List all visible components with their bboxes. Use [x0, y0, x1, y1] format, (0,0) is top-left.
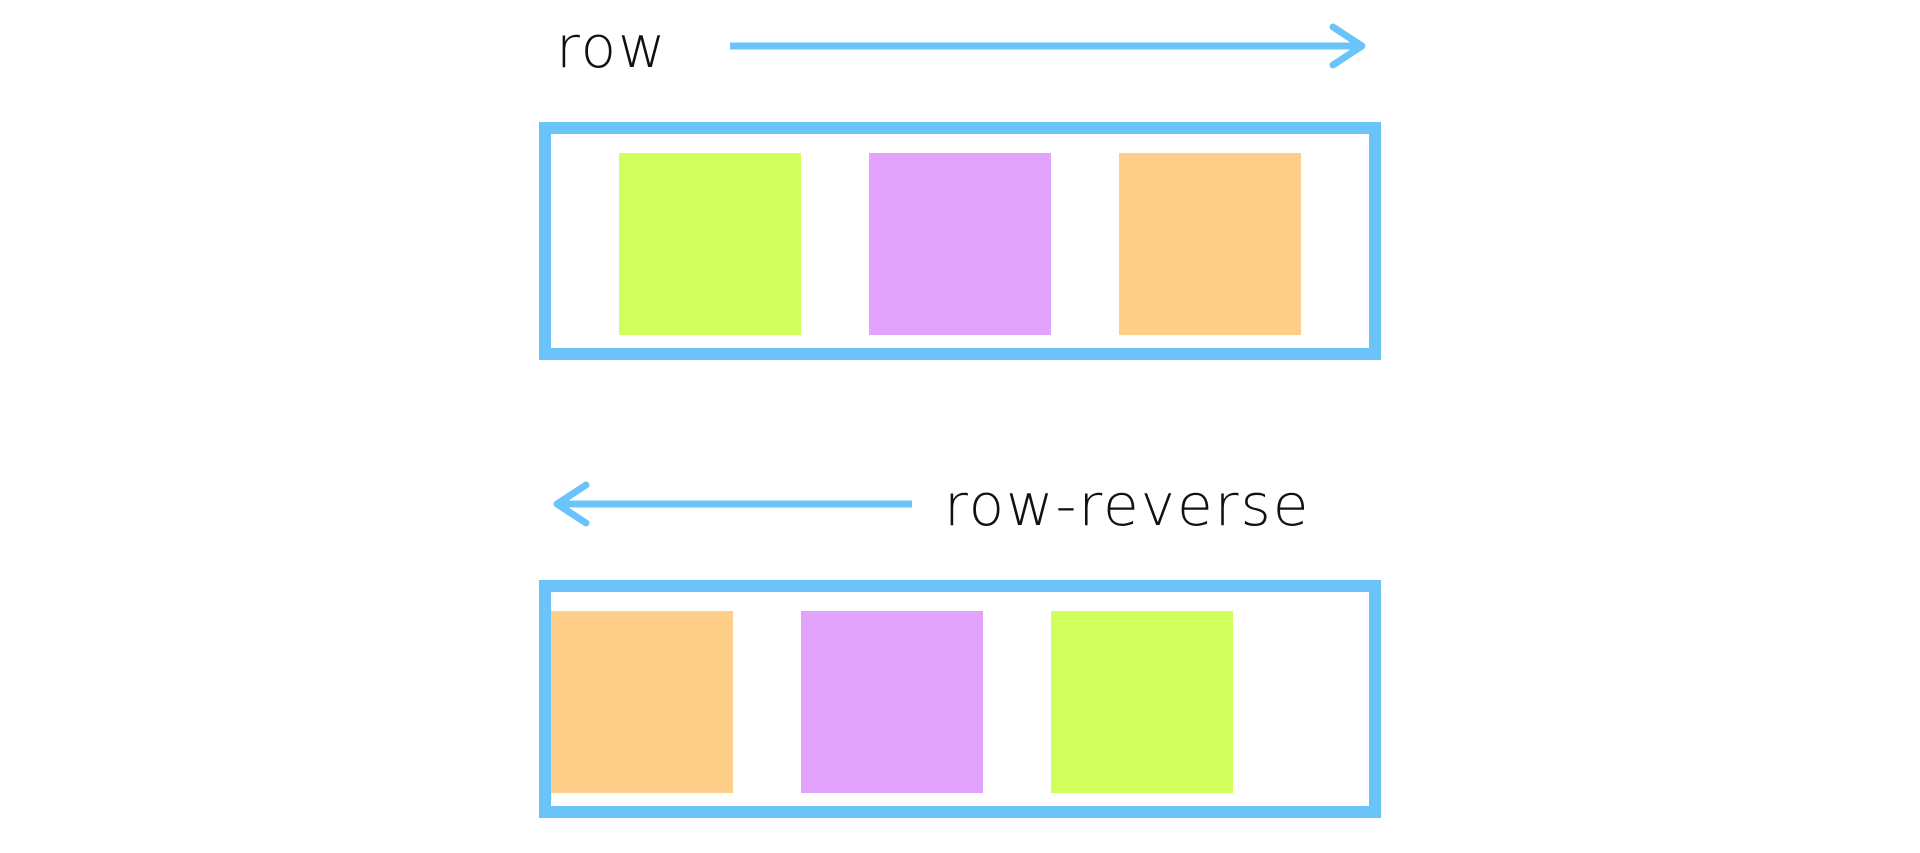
flex-item-purple	[869, 153, 1051, 335]
row-reverse-label: row-reverse	[944, 471, 1311, 539]
flex-container-row	[539, 122, 1381, 360]
row-label: row	[556, 13, 668, 81]
flex-item-green	[1051, 611, 1233, 793]
arrow-left-icon	[553, 481, 912, 527]
flex-container-row-reverse	[539, 580, 1381, 818]
flex-item-purple	[801, 611, 983, 793]
arrow-right-icon	[730, 23, 1366, 69]
flex-item-green	[619, 153, 801, 335]
flex-item-orange	[551, 611, 733, 793]
flex-item-orange	[1119, 153, 1301, 335]
